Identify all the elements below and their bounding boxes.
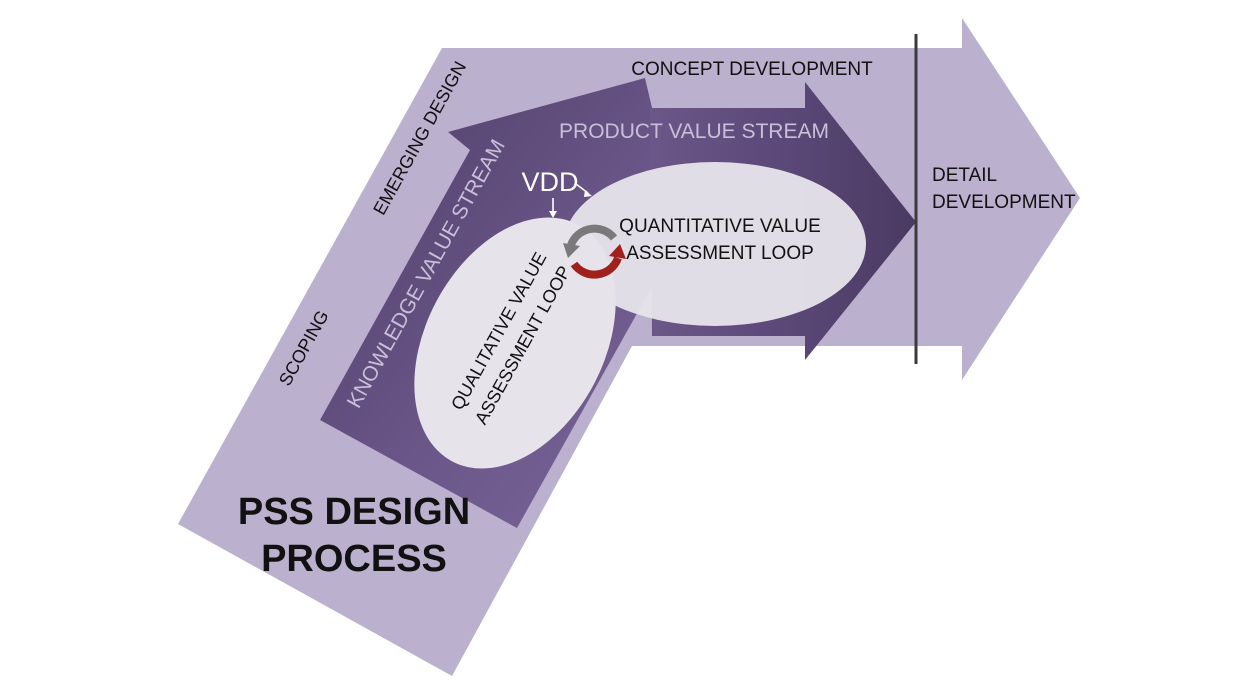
diagram-title-line2: PROCESS: [261, 538, 447, 580]
quantitative-loop-label-line2: ASSESSMENT LOOP: [626, 243, 814, 264]
quantitative-loop-label-line1: QUANTITATIVE VALUE: [619, 216, 821, 237]
diagram-title-line1: PSS DESIGN: [238, 491, 470, 533]
qualitative-loop-ellipse: [414, 217, 616, 469]
refresh-cycle-icon: [563, 224, 626, 279]
stage-concept-development: CONCEPT DEVELOPMENT: [631, 59, 873, 80]
product-value-stream-label: PRODUCT VALUE STREAM: [559, 120, 829, 143]
stage-detail-development-line1: DETAIL: [932, 165, 997, 186]
vdd-label: VDD: [521, 167, 578, 197]
vdd-pointer-arrows: [549, 183, 592, 218]
stage-detail-development-line2: DEVELOPMENT: [932, 192, 1076, 213]
quantitative-loop-ellipse: [564, 162, 866, 326]
